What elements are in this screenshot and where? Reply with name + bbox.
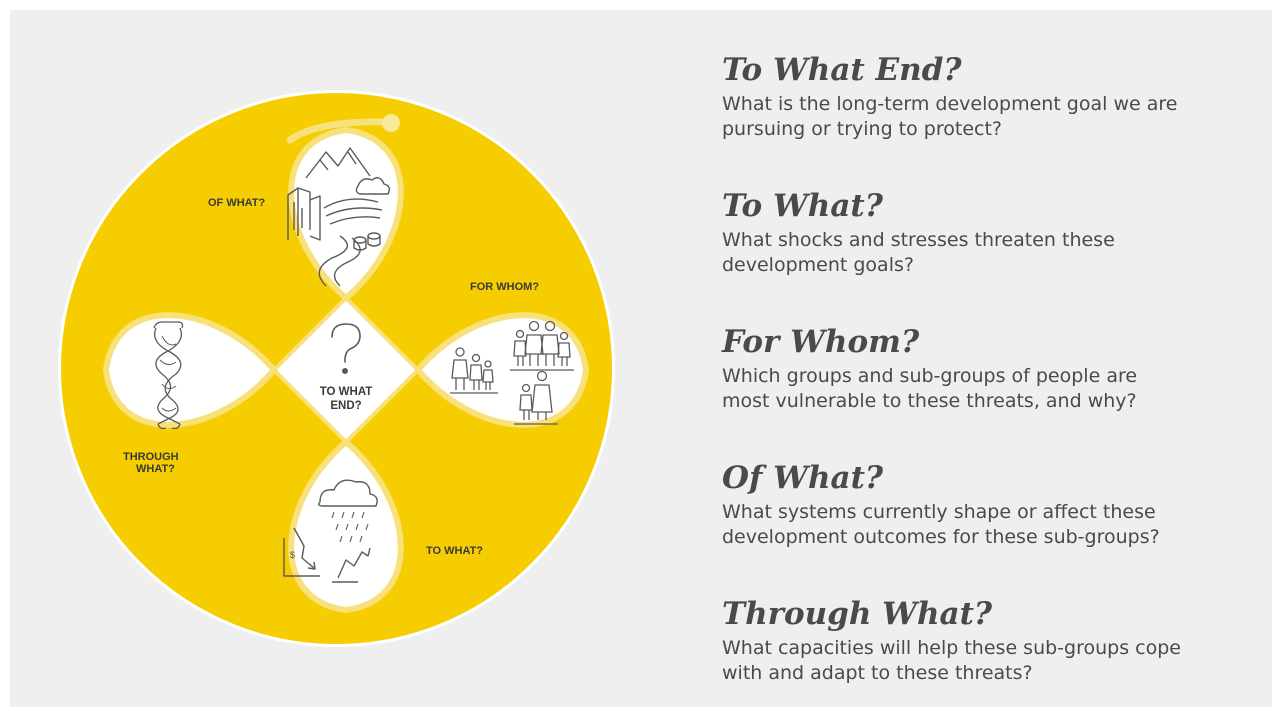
bottom-petal xyxy=(288,438,404,614)
question-title: To What End? xyxy=(722,52,962,88)
label-for-whom: FOR WHOM? xyxy=(470,281,539,293)
svg-text:$: $ xyxy=(290,550,295,560)
storm-decline-icon: $ xyxy=(283,479,378,583)
question-block-for-whom: For Whom? Which groups and sub-groups of… xyxy=(722,322,1137,413)
question-block-to-what: To What? What shocks and stresses threat… xyxy=(722,186,1115,277)
question-description: What systems currently shape or affect t… xyxy=(722,500,1160,549)
description-line: What is the long-term development goal w… xyxy=(722,93,1178,115)
question-title: To What? xyxy=(722,188,883,224)
question-description: What is the long-term development goal w… xyxy=(722,92,1177,141)
left-petal xyxy=(102,312,278,428)
question-mark-icon xyxy=(331,323,361,374)
question-title: For Whom? xyxy=(722,324,920,360)
question-block-to-what-end: To What End? What is the long-term devel… xyxy=(722,50,1177,141)
braided-rope-icon xyxy=(153,321,184,430)
question-description: What capacities will help these sub-grou… xyxy=(722,636,1181,685)
label-center-1: TO WHAT xyxy=(320,386,373,398)
question-description: Which groups and sub-groups of people ar… xyxy=(722,364,1137,413)
description-line: with and adapt to these threats? xyxy=(722,661,1033,684)
question-description: What shocks and stresses threaten these … xyxy=(722,228,1115,277)
label-center-2: END? xyxy=(330,400,361,412)
question-block-through-what: Through What? What capacities will help … xyxy=(722,594,1181,685)
question-title: Through What? xyxy=(722,596,993,632)
description-line: pursuing or trying to protect? xyxy=(722,117,1002,140)
resilience-diagram: $ OF WHAT? FOR WHOM? THROUGH WHAT? TO WH… xyxy=(58,90,615,647)
description-line: What capacities will help these sub-grou… xyxy=(722,637,1181,659)
landscape-city-river-icon xyxy=(287,147,391,287)
question-title: Of What? xyxy=(722,460,884,496)
description-line: development outcomes for these sub-group… xyxy=(722,525,1160,548)
description-line: What systems currently shape or affect t… xyxy=(722,501,1156,523)
description-line: Which groups and sub-groups of people ar… xyxy=(722,365,1138,387)
question-block-of-what: Of What? What systems currently shape or… xyxy=(722,458,1160,549)
label-through-what-2: WHAT? xyxy=(136,463,175,475)
description-line: development goals? xyxy=(722,253,914,276)
label-to-what: TO WHAT? xyxy=(426,545,483,557)
description-line: What shocks and stresses threaten these xyxy=(722,229,1115,251)
family-groups-icon xyxy=(450,320,574,425)
right-petal xyxy=(414,312,590,428)
description-line: most vulnerable to these threats, and wh… xyxy=(722,389,1137,412)
track-line xyxy=(286,118,394,144)
label-of-what: OF WHAT? xyxy=(208,197,266,209)
track-knob xyxy=(382,114,400,132)
top-petal xyxy=(288,126,404,302)
label-through-what-1: THROUGH xyxy=(123,451,179,463)
